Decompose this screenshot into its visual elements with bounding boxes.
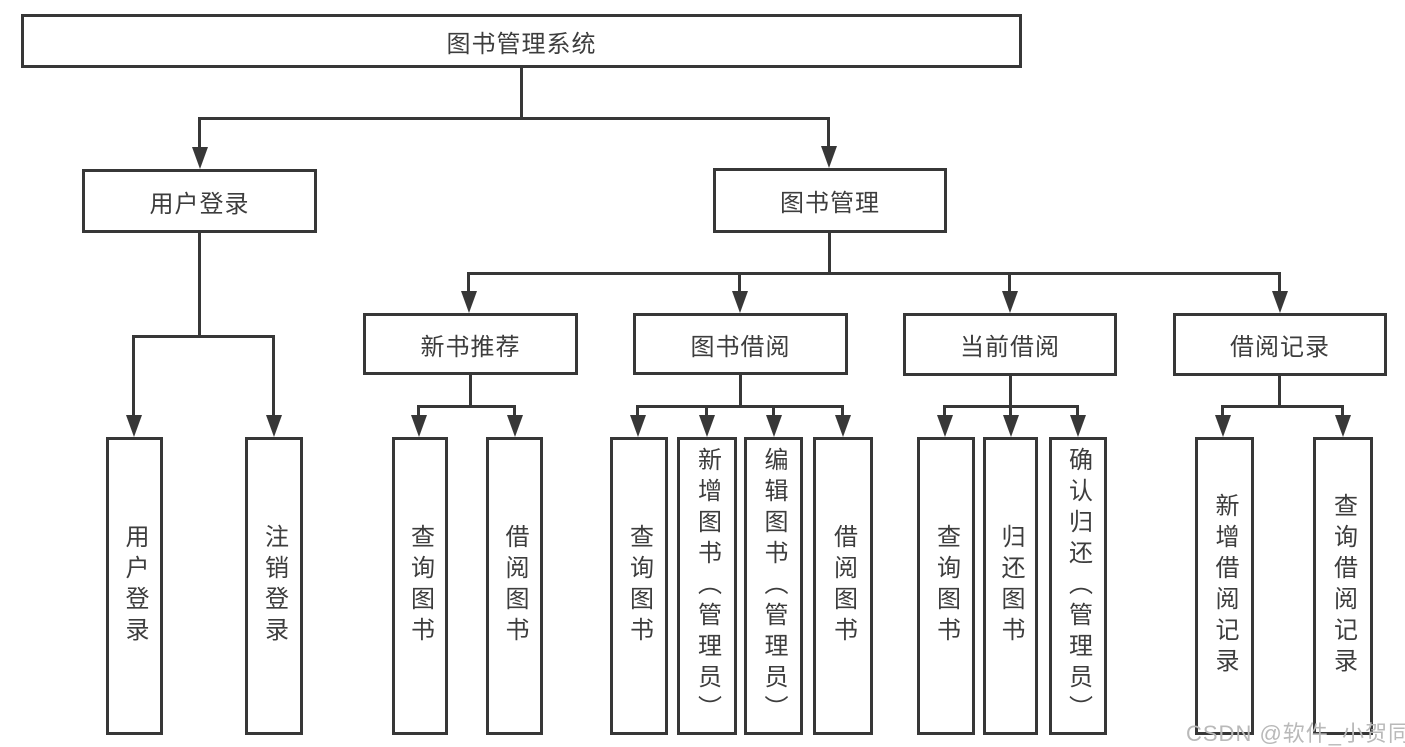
leaf-query-books-recommend-label: 查询图书 bbox=[406, 524, 434, 648]
leaf-confirm-return-admin: 确认归还（管理员） bbox=[1049, 437, 1107, 735]
leaf-logout-label: 注销登录 bbox=[260, 524, 288, 648]
connector-borrowing-records-stem bbox=[1278, 376, 1281, 408]
node-new-book-recommend-label: 新书推荐 bbox=[420, 333, 521, 361]
connector-arrow-bb-edit bbox=[772, 405, 775, 415]
leaf-return-book: 归还图书 bbox=[983, 437, 1038, 735]
node-root: 图书管理系统 bbox=[21, 14, 1022, 68]
leaf-add-borrow-record: 新增借阅记录 bbox=[1195, 437, 1254, 735]
node-book-management-label: 图书管理 bbox=[780, 190, 880, 217]
connector-root-rail bbox=[198, 117, 830, 120]
leaf-query-books-borrowing: 查询图书 bbox=[610, 437, 668, 735]
leaf-edit-book-admin-label: 编辑图书（管理员） bbox=[760, 446, 787, 726]
connector-arrow-leaf-logout bbox=[272, 335, 275, 415]
node-user-login-label: 用户登录 bbox=[149, 190, 250, 218]
node-current-borrowing-label: 当前借阅 bbox=[960, 334, 1060, 361]
connector-arrow-current-borrowing bbox=[1008, 272, 1011, 291]
leaf-return-book-label: 归还图书 bbox=[997, 524, 1024, 648]
leaf-user-login-label: 用户登录 bbox=[121, 524, 148, 648]
connector-borrowing-records-rail bbox=[1221, 405, 1344, 408]
leaf-borrow-books-borrowing: 借阅图书 bbox=[813, 437, 873, 735]
connector-arrow-user-login bbox=[198, 117, 201, 147]
node-root-label: 图书管理系统 bbox=[446, 30, 597, 58]
connector-arrow-leaf-user-login bbox=[132, 335, 135, 415]
connector-book-management-rail bbox=[467, 272, 1281, 275]
connector-arrow-book-management bbox=[827, 117, 830, 146]
leaf-confirm-return-admin-label: 确认归还（管理员） bbox=[1064, 446, 1092, 726]
leaf-query-books-current-label: 查询图书 bbox=[932, 524, 960, 648]
leaf-query-borrow-record: 查询借阅记录 bbox=[1313, 437, 1373, 735]
connector-book-management-stem bbox=[828, 233, 831, 275]
leaf-add-borrow-record-label: 新增借阅记录 bbox=[1211, 493, 1238, 679]
connector-arrow-nbr-borrow bbox=[513, 405, 516, 415]
leaf-borrow-books-borrowing-label: 借阅图书 bbox=[829, 524, 857, 648]
leaf-borrow-books-recommend-label: 借阅图书 bbox=[501, 524, 528, 648]
connector-current-borrowing-stem bbox=[1009, 376, 1012, 408]
node-current-borrowing: 当前借阅 bbox=[903, 313, 1117, 376]
node-user-login: 用户登录 bbox=[82, 169, 317, 233]
leaf-add-book-admin: 新增图书（管理员） bbox=[677, 437, 737, 735]
connector-new-book-rail bbox=[417, 405, 516, 408]
connector-book-borrowing-stem bbox=[739, 375, 742, 408]
csdn-watermark: CSDN @软件_小贺同学 bbox=[1186, 721, 1405, 746]
leaf-edit-book-admin: 编辑图书（管理员） bbox=[744, 437, 803, 735]
connector-arrow-cb-return bbox=[1009, 405, 1012, 415]
leaf-add-book-admin-label: 新增图书（管理员） bbox=[693, 446, 721, 726]
node-borrowing-records: 借阅记录 bbox=[1173, 313, 1387, 376]
node-book-management: 图书管理 bbox=[713, 168, 947, 233]
connector-arrow-bb-borrow bbox=[841, 405, 844, 415]
connector-arrow-cb-query bbox=[943, 405, 946, 415]
connector-user-login-stem bbox=[198, 233, 201, 338]
connector-arrow-book-borrowing bbox=[738, 272, 741, 291]
connector-new-book-stem bbox=[469, 375, 472, 408]
leaf-query-borrow-record-label: 查询借阅记录 bbox=[1329, 493, 1357, 679]
connector-arrow-new-book-recommend bbox=[467, 272, 470, 291]
leaf-logout: 注销登录 bbox=[245, 437, 303, 735]
connector-arrow-br-add bbox=[1221, 405, 1224, 415]
connector-user-login-rail bbox=[132, 335, 274, 338]
connector-arrow-bb-add bbox=[705, 405, 708, 415]
connector-root-stem bbox=[520, 68, 523, 118]
node-book-borrowing: 图书借阅 bbox=[633, 313, 848, 375]
node-book-borrowing-label: 图书借阅 bbox=[690, 333, 791, 361]
leaf-query-books-borrowing-label: 查询图书 bbox=[625, 524, 653, 648]
connector-book-borrowing-rail bbox=[636, 405, 844, 408]
node-new-book-recommend: 新书推荐 bbox=[363, 313, 578, 375]
connector-arrow-borrowing-records bbox=[1278, 272, 1281, 291]
leaf-user-login: 用户登录 bbox=[106, 437, 163, 735]
connector-arrow-bb-query bbox=[636, 405, 639, 415]
node-borrowing-records-label: 借阅记录 bbox=[1230, 334, 1330, 361]
leaf-borrow-books-recommend: 借阅图书 bbox=[486, 437, 543, 735]
connector-arrow-cb-confirm bbox=[1076, 405, 1079, 415]
leaf-query-books-recommend: 查询图书 bbox=[392, 437, 448, 735]
connector-arrow-br-query bbox=[1341, 405, 1344, 415]
leaf-query-books-current: 查询图书 bbox=[917, 437, 975, 735]
connector-arrow-nbr-query bbox=[417, 405, 420, 415]
